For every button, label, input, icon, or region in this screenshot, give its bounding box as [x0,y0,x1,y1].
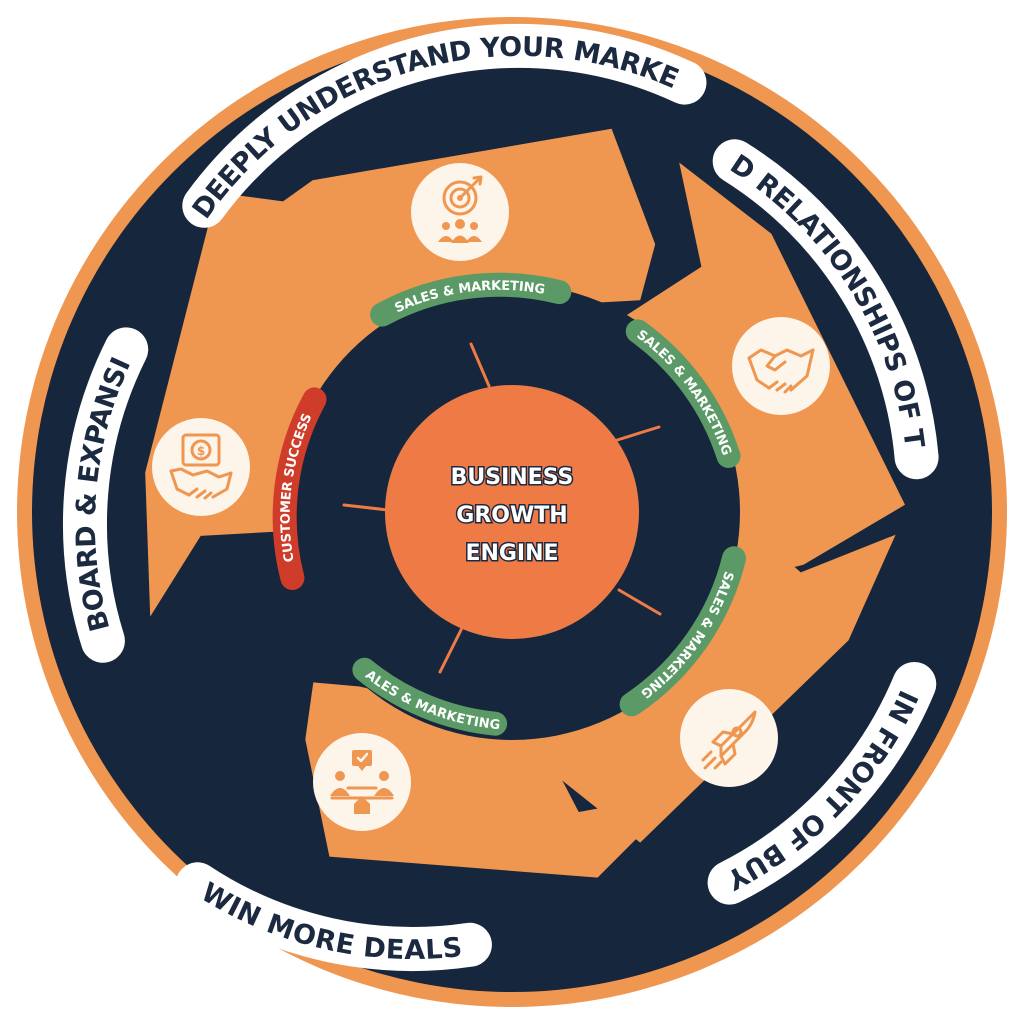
center-circle [385,385,639,639]
rocket-icon [680,689,778,787]
arrow-segment-buyers [516,512,896,843]
spoke-line [438,626,464,674]
spoke-line [469,342,491,388]
center-title-line-1: BUSINESS [451,465,574,490]
negotiation-icon [313,733,411,831]
spoke-line [342,503,390,512]
spoke-line [612,425,661,443]
money-handshake-icon: $ [152,418,250,516]
target-audience-icon [411,163,509,261]
spokes [342,342,662,674]
arrow-segment-deals [305,682,682,878]
handshake-icon [732,317,830,415]
spoke-line [617,588,662,616]
center-title-line-3: ENGINE [465,541,558,566]
svg-text:$: $ [197,444,205,458]
center-title-line-2: GROWTH [456,503,567,528]
